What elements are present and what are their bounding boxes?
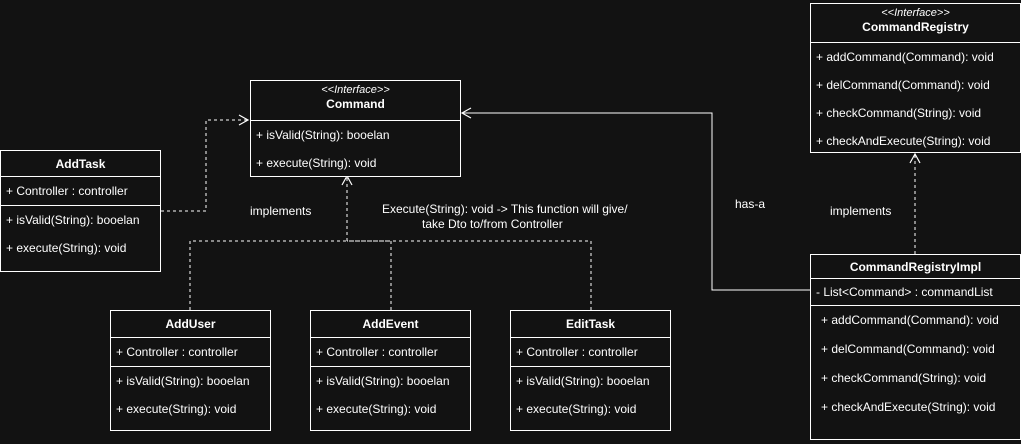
addevent-field: + Controller : controller <box>316 345 438 359</box>
adduser-methods: + isValid(String): booelan + execute(Str… <box>111 367 270 423</box>
impl-fields: - List<Command> : commandList <box>811 279 1020 306</box>
adduser-method: + isValid(String): booelan <box>116 374 250 388</box>
has-a-label: has-a <box>735 197 766 211</box>
command-registry-interface[interactable]: <<Interface>> CommandRegistry + addComma… <box>810 3 1021 153</box>
edittask-methods: + isValid(String): booelan + execute(Str… <box>511 367 670 423</box>
edittask-method: + isValid(String): booelan <box>516 374 650 388</box>
registry-method: + addCommand(Command): void <box>816 50 994 64</box>
command-method: + isValid(String): booelan <box>256 128 390 142</box>
command-methods: + isValid(String): booelan + execute(Str… <box>251 121 460 177</box>
impl-header: CommandRegistryImpl <box>811 255 1020 279</box>
command-stereotype: <<Interface>> <box>321 84 390 96</box>
addevent-methods: + isValid(String): booelan + execute(Str… <box>311 367 470 423</box>
addtask-header: AddTask <box>1 151 160 177</box>
addevent-name: AddEvent <box>362 317 419 331</box>
has-a-edge <box>460 107 810 291</box>
command-method: + execute(String): void <box>256 156 377 170</box>
impl-field: - List<Command> : commandList <box>816 285 993 299</box>
addevent-header: AddEvent <box>311 311 470 338</box>
impl-method: + checkAndExecute(String): void <box>821 400 996 414</box>
adduser-class[interactable]: AddUser + Controller : controller + isVa… <box>110 310 271 431</box>
impl-name: CommandRegistryImpl <box>849 260 982 274</box>
edittask-method: + execute(String): void <box>516 402 637 416</box>
addtask-method: + isValid(String): booelan <box>6 213 140 227</box>
edittask-header: EditTask <box>511 311 670 338</box>
registry-stereotype: <<Interface>> <box>881 7 950 19</box>
command-registry-impl-class[interactable]: CommandRegistryImpl - List<Command> : co… <box>810 254 1021 440</box>
adduser-name: AddUser <box>165 317 216 331</box>
addtask-field: + Controller : controller <box>6 184 128 198</box>
addevent-implements-edge <box>347 240 392 310</box>
edittask-field: + Controller : controller <box>516 345 638 359</box>
edittask-class[interactable]: EditTask + Controller : controller + isV… <box>510 310 671 431</box>
implements-label-right: implements <box>830 204 892 218</box>
adduser-method: + execute(String): void <box>116 402 237 416</box>
adduser-implements-edge <box>189 240 347 310</box>
registry-method: + delCommand(Command): void <box>816 78 990 92</box>
registry-method: + checkAndExecute(String): void <box>816 134 991 148</box>
addtask-name: AddTask <box>55 157 106 171</box>
implements-label-left: implements <box>250 204 312 218</box>
addtask-class[interactable]: AddTask + Controller : controller + isVa… <box>0 150 161 272</box>
impl-method: + checkCommand(String): void <box>821 371 987 385</box>
addtask-implements-edge <box>161 114 250 212</box>
command-name: Command <box>326 97 385 111</box>
edittask-name: EditTask <box>565 317 616 331</box>
adduser-fields: + Controller : controller <box>111 338 270 367</box>
addtask-method: + execute(String): void <box>6 241 127 255</box>
adduser-header: AddUser <box>111 311 270 338</box>
impl-methods: + addCommand(Command): void + delCommand… <box>811 306 1020 422</box>
addtask-fields: + Controller : controller <box>1 177 160 206</box>
execute-note-line-2: take Dto to/from Controller <box>422 217 563 231</box>
impl-method: + delCommand(Command): void <box>821 342 995 356</box>
addevent-method: + execute(String): void <box>316 402 437 416</box>
registry-method: + checkCommand(String): void <box>816 106 982 120</box>
registry-methods: + addCommand(Command): void + delCommand… <box>811 43 1020 155</box>
registry-name: CommandRegistry <box>862 20 969 34</box>
edittask-implements-edge <box>347 240 592 310</box>
command-header: <<Interface>> Command <box>251 81 460 121</box>
edittask-fields: + Controller : controller <box>511 338 670 367</box>
addevent-fields: + Controller : controller <box>311 338 470 367</box>
adduser-field: + Controller : controller <box>116 345 238 359</box>
execute-note-line-1: Execute(String): void -> This function w… <box>382 202 628 216</box>
addevent-method: + isValid(String): booelan <box>316 374 450 388</box>
addtask-methods: + isValid(String): booelan + execute(Str… <box>1 206 160 262</box>
registry-header: <<Interface>> CommandRegistry <box>811 4 1020 43</box>
command-interface[interactable]: <<Interface>> Command + isValid(String):… <box>250 80 461 177</box>
addevent-class[interactable]: AddEvent + Controller : controller + isV… <box>310 310 471 431</box>
impl-method: + addCommand(Command): void <box>821 313 999 327</box>
